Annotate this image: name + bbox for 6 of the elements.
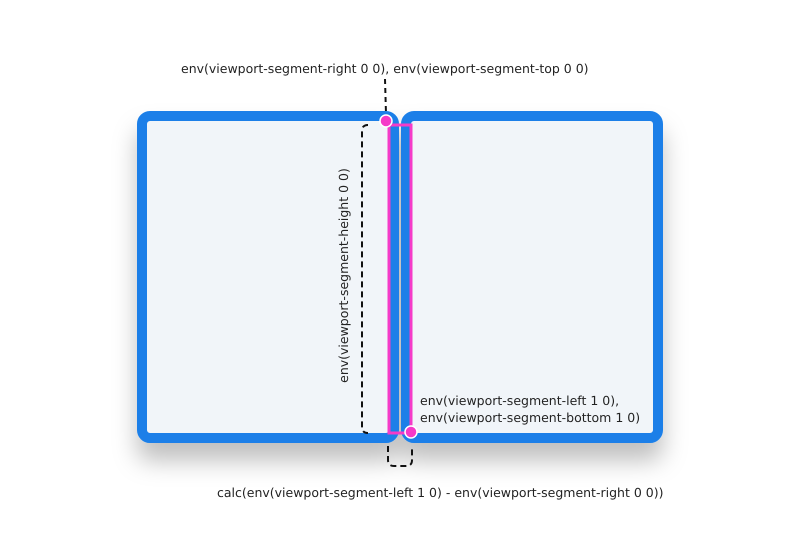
point-marker [379, 114, 393, 128]
dimension-label: env(viewport-segment-height 0 0) [334, 168, 352, 382]
dimension-label: calc(env(viewport-segment-left 1 0) - env(viewport-segment-right 0 0)) [217, 484, 664, 501]
annotation-text: env(viewport-segment-left 1 0), env(viewport-segment-bottom 1 0) [420, 392, 642, 426]
annotation-text: env(viewport-segment-right 0 0), env(viewport-segment-top 0 0) [181, 60, 589, 77]
point-marker [404, 425, 418, 439]
